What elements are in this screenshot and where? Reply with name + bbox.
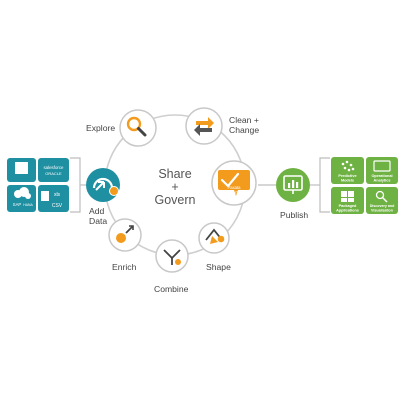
analytics-label: Analytics [374, 179, 391, 183]
answerset-node[interactable] [211, 160, 257, 206]
scatter-icon [341, 160, 355, 172]
shape-node[interactable] [198, 222, 230, 254]
oracle-label: ORACLE [45, 171, 62, 176]
publish-connector [258, 157, 330, 213]
csv-label: CSV [52, 203, 63, 209]
publish-label: Publish [280, 210, 309, 220]
add-data-node[interactable] [86, 168, 120, 202]
discovery-label: Discovery and [370, 204, 395, 208]
source-tile-log-label: log [18, 167, 25, 173]
swap-arrows-icon [194, 117, 214, 136]
enrich-label: Enrich [112, 262, 137, 272]
plus-text: + [171, 180, 179, 194]
sources-connector [70, 157, 86, 213]
models-label: Models [341, 179, 354, 183]
share-govern-label: Share + Govern [135, 168, 215, 207]
answerset-line1: Paxata [227, 185, 241, 190]
add-data-label: Add Data [89, 206, 107, 226]
puzzle-icon [341, 191, 354, 202]
explore-node[interactable] [119, 109, 157, 147]
combine-node[interactable] [155, 239, 189, 273]
data-sources-panel: log salesforce ORACLE SAP HANA xls CSV [7, 158, 69, 212]
publish-node[interactable] [276, 168, 310, 202]
output-tile-discovery-visualization[interactable]: Discovery and Visualization [366, 187, 398, 214]
discovery-magnifier-icon [375, 190, 388, 203]
share-text: Share [158, 167, 192, 181]
salesforce-label: salesforce [43, 165, 64, 170]
add-data-arrow-icon [92, 177, 119, 196]
explore-label: Explore [86, 123, 116, 133]
source-tile-salesforce-oracle[interactable]: salesforce ORACLE [38, 158, 69, 182]
enrich-node[interactable] [108, 218, 142, 252]
answerset-line2: AnswerSet® [222, 190, 246, 195]
govern-text: Govern [154, 193, 196, 207]
source-tile-log[interactable]: log [7, 158, 36, 182]
combine-merge-icon [163, 249, 181, 265]
monitor-icon [373, 160, 391, 172]
output-tile-predictive-models[interactable]: Predictive Models [331, 157, 364, 184]
publish-chart-icon [283, 175, 303, 194]
operational-label: Operational [371, 174, 392, 178]
combine-label: Combine [154, 284, 189, 294]
sap-label: SAP [13, 202, 22, 207]
xls-file-icon [41, 191, 49, 201]
packaged-label: Packaged [339, 204, 357, 208]
clean-label-line2: Change [229, 125, 260, 135]
magnifier-icon [126, 116, 147, 137]
clean-change-node[interactable] [185, 107, 223, 145]
sap-hana-cloud-icon [14, 187, 31, 199]
answerset-card-icon [218, 170, 250, 196]
add-label-line1: Add [89, 206, 105, 216]
answerset-label: Paxata AnswerSet® [219, 185, 249, 195]
hana-label: HANA [23, 203, 33, 207]
enrich-add-icon [116, 225, 134, 243]
output-tile-operational-analytics[interactable]: Operational Analytics [366, 157, 398, 184]
output-tile-packaged-applications[interactable]: Packaged Applications [331, 187, 364, 214]
clean-change-label: Clean + Change [229, 115, 259, 135]
xls-label: xls [54, 192, 61, 198]
visualization-label: Visualization [371, 209, 393, 213]
log-file-icon [15, 162, 28, 174]
shape-label: Shape [206, 262, 231, 272]
source-tile-sap-hana[interactable]: SAP HANA [7, 185, 36, 212]
add-label-line2: Data [89, 216, 108, 226]
outputs-panel: Predictive Models Operational Analytics … [331, 157, 398, 214]
source-tile-xls-csv[interactable]: xls CSV [38, 185, 69, 212]
predictive-label: Predictive [338, 174, 356, 178]
applications-label: Applications [336, 209, 359, 213]
clean-label-line1: Clean + [229, 115, 259, 125]
shape-arrows-icon [205, 228, 225, 244]
